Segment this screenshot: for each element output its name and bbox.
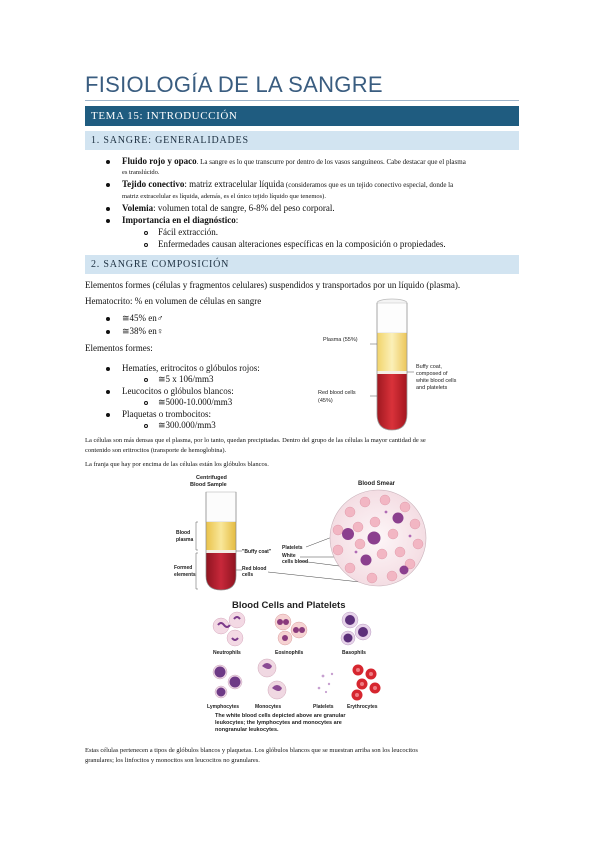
eosinophils-cluster bbox=[274, 613, 308, 646]
bullet-text: : volumen total de sangre, 6-8% del peso… bbox=[153, 203, 335, 213]
final-paragraph: Estas células pertenecen a tipos de glób… bbox=[85, 747, 418, 754]
note-densidad-cont: contenido son eritrocitos (transporte de… bbox=[85, 447, 227, 454]
bullet-text: . La sangre es lo que transcurre por den… bbox=[196, 158, 466, 166]
bullet-dot bbox=[106, 390, 110, 394]
label-plasma: Plasma (55%) bbox=[323, 337, 358, 343]
label-basophils: Basophils bbox=[342, 650, 366, 656]
basophils-cluster bbox=[340, 611, 372, 646]
bullet-volemia: Volemia: volumen total de sangre, 6-8% d… bbox=[122, 203, 335, 214]
hematocrit-tube-figure: Plasma (55%) Buffy coat, composed of whi… bbox=[318, 298, 457, 431]
item-leucocitos: Leucocitos o glóbulos blancos: bbox=[122, 386, 234, 396]
label-monocytes: Monocytes bbox=[255, 704, 281, 710]
label-lymphocytes: Lymphocytes bbox=[207, 704, 239, 710]
label-buffy-4: and platelets bbox=[416, 385, 447, 391]
hematocrit-male: ≅45% en♂ bbox=[122, 313, 164, 323]
monocytes-cluster bbox=[257, 658, 287, 700]
label-centrifuged-1: Centrifuged bbox=[196, 475, 227, 481]
sub-bullet-extraccion: Fácil extracción. bbox=[158, 227, 218, 237]
section-1-heading: 1. SANGRE: GENERALIDADES bbox=[85, 131, 519, 150]
sub-bullet-circle bbox=[144, 243, 148, 247]
label-centrifuged-2: Blood Sample bbox=[190, 482, 227, 488]
label-formed-1: Formed bbox=[174, 565, 192, 571]
bullet-dot bbox=[106, 367, 110, 371]
bullet-strong: Tejido conectivo bbox=[122, 179, 185, 189]
final-paragraph-cont: granulares; los linfocitos y monocitos s… bbox=[85, 757, 260, 764]
item-hematies-count: ≅5 x 106/mm3 bbox=[158, 374, 214, 384]
bullet-strong: Fluido rojo y opaco bbox=[122, 156, 197, 166]
bullet-strong: Importancia en el diagnóstico bbox=[122, 215, 236, 225]
bullet-dot bbox=[106, 330, 110, 334]
bullet-text: : matriz extracelular líquida bbox=[184, 179, 285, 189]
sub-bullet-enfermedades: Enfermedades causan alteraciones específ… bbox=[158, 239, 446, 249]
hematocrit-female: ≅38% en♀ bbox=[122, 326, 164, 336]
bullet-tejido: Tejido conectivo: matriz extracelular lí… bbox=[122, 179, 522, 190]
sub-bullet-circle bbox=[144, 424, 148, 428]
sub-bullet-circle bbox=[144, 231, 148, 235]
label-neutrophils: Neutrophils bbox=[213, 650, 241, 656]
bullet-text-small: (consideramos que es un tejido conectivo… bbox=[284, 181, 454, 189]
section-2-heading: 2. SANGRE COMPOSICIÓN bbox=[85, 255, 519, 274]
paragraph-elementos-formes: Elementos formes (células y fragmentos c… bbox=[85, 280, 461, 290]
title-divider bbox=[85, 100, 519, 101]
label-white-2: cells blood bbox=[282, 559, 308, 565]
label-buffy-coat: "Buffy coat" bbox=[242, 549, 272, 555]
bullet-dot bbox=[106, 207, 110, 211]
bullet-strong: Volemia bbox=[122, 203, 154, 213]
label-erythrocytes: Erythrocytes bbox=[347, 704, 378, 710]
item-plaquetas-count: ≅300.000/mm3 bbox=[158, 420, 216, 430]
label-red-2: cells bbox=[242, 572, 253, 578]
label-blood-plasma-2: plasma bbox=[176, 537, 193, 543]
platelets-cluster bbox=[317, 672, 334, 694]
topic-bar: TEMA 15: INTRODUCCIÓN bbox=[85, 106, 519, 126]
sub-bullet-circle bbox=[144, 378, 148, 382]
item-plaquetas: Plaquetas o trombocitos: bbox=[122, 409, 211, 419]
label-formed-2: elements bbox=[174, 572, 196, 578]
bullet-dot bbox=[106, 413, 110, 417]
label-cells-title: Blood Cells and Platelets bbox=[232, 600, 346, 611]
label-rbc-2: (45%) bbox=[318, 398, 333, 404]
lymphocytes-cluster bbox=[212, 664, 243, 699]
label-blood-plasma-1: Blood bbox=[176, 530, 190, 536]
label-buffy-1: Buffy coat, bbox=[416, 364, 442, 370]
label-platelets-2: Platelets bbox=[313, 704, 334, 710]
page-title: FISIOLOGÍA DE LA SANGRE bbox=[85, 72, 383, 97]
label-white-1: White bbox=[282, 553, 296, 559]
erythrocytes-cluster bbox=[351, 664, 381, 701]
note-franja: La franja que hay por encima de las célu… bbox=[85, 461, 269, 468]
centrifuged-sample-figure: Centrifuged Blood Sample Blood plasma Fo… bbox=[174, 475, 427, 591]
bullet-text: : bbox=[235, 215, 239, 225]
label-blood-smear: Blood Smear bbox=[358, 481, 396, 487]
paragraph-hematocrito: Hematocrito: % en volumen de células en … bbox=[85, 296, 262, 306]
bullet-diagnostico: Importancia en el diagnóstico: bbox=[122, 215, 238, 226]
blood-cells-figure: Blood Cells and Platelets Neutrophils Eo… bbox=[207, 600, 381, 733]
label-red-1: Red blood bbox=[242, 566, 266, 572]
caption-line-2: leukocytes; the lymphocytes and monocyte… bbox=[215, 720, 342, 726]
label-buffy-2: composed of bbox=[416, 371, 448, 377]
label-buffy-3: white blood cells bbox=[415, 378, 457, 384]
caption-line-3: nongranular leukocytes. bbox=[215, 727, 279, 733]
bullet-dot bbox=[106, 219, 110, 223]
label-eosinophils: Eosinophils bbox=[275, 650, 304, 656]
sub-bullet-circle bbox=[144, 401, 148, 405]
bullet-tejido-cont: matriz extracelular es líquida, además, … bbox=[122, 193, 326, 200]
caption-line-1: The white blood cells depicted above are… bbox=[215, 713, 346, 719]
label-platelets: Platelets bbox=[282, 545, 303, 551]
paragraph-elementos-formes-list: Elementos formes: bbox=[85, 343, 153, 353]
item-leucocitos-count: ≅5000-10.000/mm3 bbox=[158, 397, 233, 407]
label-rbc-1: Red blood cells bbox=[318, 390, 356, 396]
bullet-dot bbox=[106, 160, 110, 164]
item-hematies: Hematíes, eritrocitos o glóbulos rojos: bbox=[122, 363, 260, 373]
bullet-fluido: Fluido rojo y opaco. La sangre es lo que… bbox=[122, 156, 522, 167]
bullet-dot bbox=[106, 317, 110, 321]
bullet-fluido-cont: es translúcido. bbox=[122, 169, 160, 176]
neutrophils-cluster bbox=[212, 611, 246, 647]
bullet-dot bbox=[106, 183, 110, 187]
note-densidad: La células son más densas que el plasma,… bbox=[85, 437, 426, 444]
